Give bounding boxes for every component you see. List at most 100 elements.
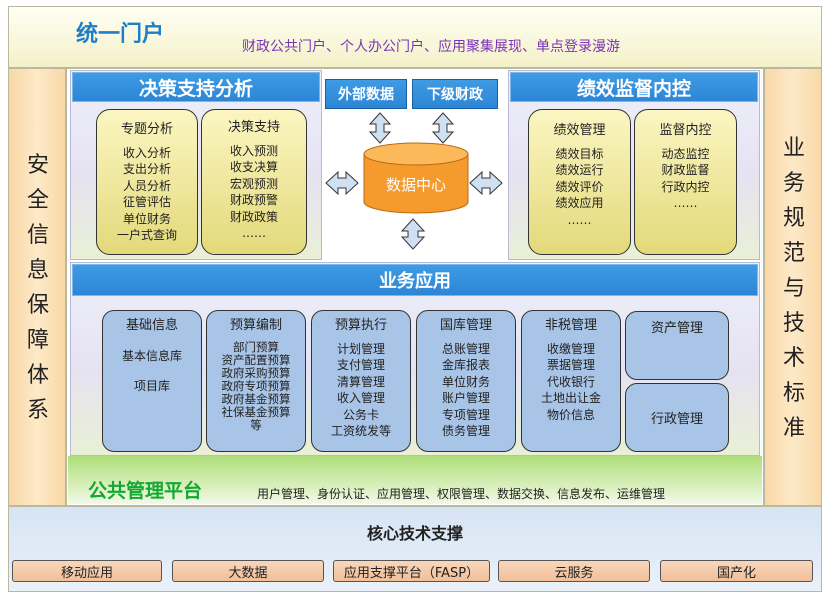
decision-title: 决策支持分析	[72, 72, 320, 102]
pillar-char: 安	[26, 153, 49, 178]
list-item: 宏观预测	[229, 176, 278, 191]
list-item: 收入分析	[122, 145, 171, 160]
up-down-arrow-icon	[431, 112, 455, 144]
list-item: 债务管理	[441, 424, 490, 438]
pillar-char: 全	[26, 188, 49, 213]
list-item: 金库报表	[441, 358, 490, 372]
performance-mgmt-box: 绩效管理 绩效目标绩效运行绩效评价绩效应用 ……	[528, 109, 631, 255]
list-item: 社保基金预算	[221, 404, 291, 419]
list-item: 计划管理	[336, 341, 385, 356]
list-item: 项目库	[133, 378, 170, 393]
list-item: 收入预测	[229, 143, 278, 158]
core-tech-item: 应用支撑平台（FASP）	[333, 560, 490, 582]
pillar-char: 技	[782, 310, 805, 336]
subordinate-finance-button[interactable]: 下级财政	[412, 79, 498, 109]
business-module: 预算执行计划管理支付管理清算管理收入管理公务卡工资统发等	[311, 310, 411, 452]
database-cylinder-icon	[363, 142, 469, 214]
list-item: 工资统发等	[330, 424, 391, 438]
business-title: 业务应用	[72, 264, 758, 296]
business-module: 基础信息基本信息库项目库	[102, 310, 202, 452]
list-item: 代收银行	[546, 374, 595, 389]
public-platform-band	[68, 456, 762, 504]
performance-title: 绩效监督内控	[510, 72, 758, 102]
business-module-list: 计划管理支付管理清算管理收入管理公务卡工资统发等	[331, 341, 391, 440]
list-item: 绩效运行	[555, 163, 604, 177]
list-item: 清算管理	[336, 374, 385, 389]
list-item: 绩效评价	[555, 179, 604, 194]
list-item: 绩效应用	[555, 196, 604, 210]
up-down-arrow-icon	[400, 218, 426, 250]
pillar-char: 与	[782, 275, 805, 301]
core-tech-item: 云服务	[498, 560, 650, 582]
pillar-char: 术	[782, 345, 805, 371]
business-module-title: 非税管理	[544, 318, 597, 333]
business-module: 国库管理总账管理金库报表单位财务账户管理专项管理债务管理	[416, 310, 516, 452]
business-module-list: 收缴管理票据管理代收银行土地出让金物价信息	[541, 341, 601, 424]
list-item: 土地出让金	[540, 391, 601, 405]
list-item: 政府专项预算	[221, 378, 291, 393]
list-item: 单位财务	[441, 374, 490, 389]
standards-pillar-text: 业务规范与技术标准	[765, 69, 823, 507]
list-item: 账户管理	[441, 391, 490, 405]
performance-mgmt-list: 绩效目标绩效运行绩效评价绩效应用 ……	[555, 146, 603, 229]
business-module-title: 预算执行	[334, 318, 387, 333]
list-item: 行政内控	[661, 179, 710, 194]
pillar-char: 务	[782, 170, 805, 196]
core-tech-title: 核心技术支撑	[366, 524, 463, 543]
business-module-title: 国库管理	[439, 318, 492, 333]
portal-subtitle: 财政公共门户、个人办公门户、应用聚集展现、单点登录漫游	[242, 39, 620, 55]
pillar-char: 业	[782, 135, 805, 161]
list-item: 支出分析	[122, 162, 171, 176]
list-item: 收入管理	[336, 391, 385, 405]
performance-mgmt-title: 绩效管理	[553, 123, 606, 138]
up-down-arrow-icon	[368, 112, 392, 144]
business-module-list: 基本信息库项目库	[122, 341, 182, 401]
list-item: 人员分析	[122, 178, 171, 193]
list-item: 收缴管理	[546, 341, 595, 356]
business-module-title: 基础信息	[125, 318, 178, 333]
pillar-char: 息	[26, 258, 49, 283]
list-item: 资产配置预算	[221, 352, 291, 367]
list-item: 部门预算	[233, 339, 279, 354]
supervision-title: 监督内控	[659, 123, 712, 138]
business-module-title: 预算编制	[229, 318, 282, 333]
business-module: 非税管理收缴管理票据管理代收银行土地出让金物价信息	[521, 310, 621, 452]
list-item: 政府采购预算	[221, 365, 291, 380]
portal-title: 统一门户	[76, 22, 165, 47]
list-item: 物价信息	[546, 407, 595, 422]
pillar-char: 准	[782, 415, 805, 441]
list-item: 单位财务	[122, 211, 171, 226]
list-item: 征管评估	[122, 195, 171, 209]
list-item: 支付管理	[336, 358, 385, 372]
list-item: ……	[673, 196, 698, 210]
security-pillar: 安全信息保障体系	[8, 68, 66, 506]
asset-management-box: 资产管理	[625, 311, 729, 380]
external-data-button[interactable]: 外部数据	[325, 79, 407, 109]
list-item: ……	[567, 212, 592, 227]
admin-management-box: 行政管理	[625, 383, 729, 452]
pillar-char: 信	[26, 223, 49, 248]
public-platform-subtitle: 用户管理、身份认证、应用管理、权限管理、数据交换、信息发布、运维管理	[257, 487, 666, 501]
list-item: 动态监控	[661, 146, 710, 161]
public-platform-title: 公共管理平台	[88, 480, 203, 502]
list-item: 财政监督	[661, 163, 710, 177]
list-item: 基本信息库	[121, 348, 182, 363]
list-item: 等	[250, 417, 262, 432]
list-item: ……	[241, 226, 266, 240]
left-right-arrow-icon	[469, 170, 503, 196]
security-pillar-text: 安全信息保障体系	[9, 69, 67, 507]
pillar-char: 保	[26, 293, 49, 318]
business-module-list: 总账管理金库报表单位财务账户管理专项管理债务管理	[442, 341, 490, 440]
unified-portal-panel	[8, 6, 822, 68]
list-item: 总账管理	[441, 341, 490, 356]
business-module: 预算编制部门预算资产配置预算政府采购预算政府专项预算政府基金预算社保基金预算等	[206, 310, 306, 452]
pillar-char: 规	[782, 205, 805, 231]
list-item: 公务卡	[342, 407, 379, 422]
pillar-char: 体	[26, 363, 49, 388]
decision-support-list: 收入预测收支决算宏观预测财政预警财政政策……	[230, 143, 278, 242]
pillar-char: 范	[782, 240, 805, 266]
pillar-char: 系	[26, 398, 49, 423]
list-item: 票据管理	[546, 358, 595, 372]
list-item: 绩效目标	[555, 146, 604, 161]
